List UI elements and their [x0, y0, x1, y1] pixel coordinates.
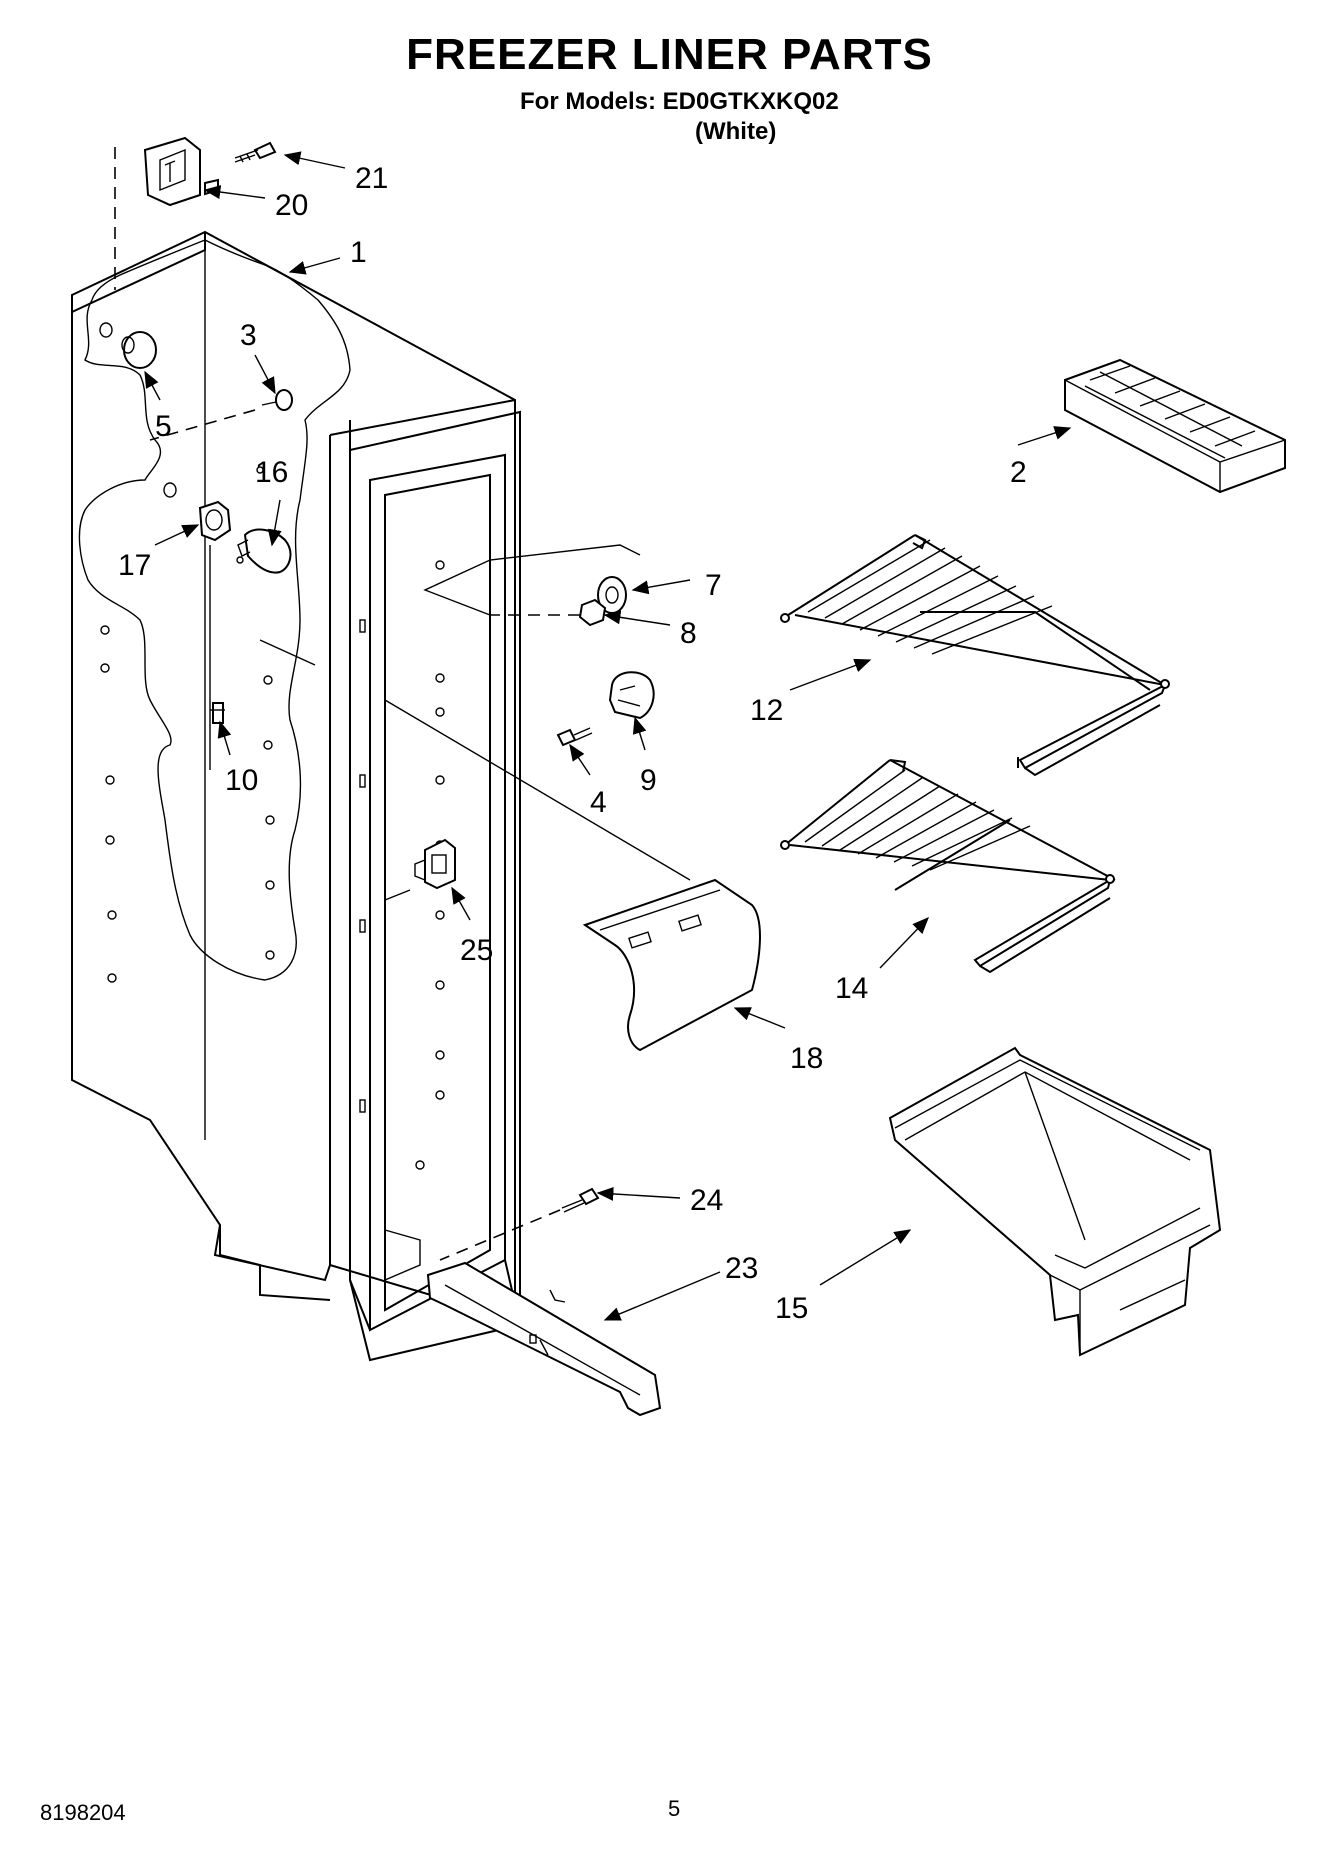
callout-4: 4 — [590, 786, 607, 819]
callout-20: 20 — [275, 189, 308, 222]
callout-10: 10 — [225, 764, 258, 797]
callout-labels: 21 20 1 3 5 16 17 10 7 8 9 4 25 12 14 2 … — [118, 162, 1027, 1325]
switch-25 — [414, 838, 456, 890]
callout-9: 9 — [640, 764, 657, 797]
push-button-5 — [99, 322, 157, 369]
leader-lines — [144, 151, 1072, 1321]
callout-17: 17 — [118, 549, 151, 582]
clip-10 — [210, 702, 225, 724]
shelf-rail-18 — [582, 878, 761, 1052]
light-bulb-16 — [237, 528, 292, 574]
callout-3: 3 — [240, 319, 257, 352]
callout-8: 8 — [680, 617, 697, 650]
callout-1: 1 — [350, 236, 367, 269]
callout-23: 23 — [725, 1252, 758, 1285]
screw-24 — [561, 1187, 600, 1213]
bottom-rail-23 — [426, 1261, 662, 1417]
wire-shelf-12 — [780, 534, 1170, 777]
callout-21: 21 — [355, 162, 388, 195]
storage-bin-15 — [888, 1046, 1222, 1357]
screw-4 — [556, 727, 593, 747]
control-module — [143, 136, 219, 207]
page-number: 5 — [668, 1796, 681, 1821]
callout-12: 12 — [750, 694, 783, 727]
wire-shelf-14 — [780, 759, 1116, 974]
bracket-9 — [608, 671, 655, 720]
ice-tray-2 — [1064, 358, 1286, 494]
pin-3 — [261, 389, 293, 411]
callout-16: 16 — [255, 456, 288, 489]
callout-15: 15 — [775, 1292, 808, 1325]
lamp-socket-17 — [198, 500, 232, 542]
screw-21 — [234, 141, 277, 163]
freezer-liner — [71, 230, 522, 1362]
callout-25: 25 — [460, 934, 493, 967]
document-number: 8198204 — [40, 1800, 126, 1825]
models-line: For Models: ED0GTKXKQ02 — [520, 88, 839, 115]
callout-18: 18 — [790, 1042, 823, 1075]
callout-5: 5 — [155, 410, 172, 443]
nut-8 — [578, 598, 607, 627]
callout-2: 2 — [1010, 456, 1027, 489]
page-title: FREEZER LINER PARTS — [406, 30, 933, 79]
callout-24: 24 — [690, 1184, 723, 1217]
color-line: (White) — [695, 118, 777, 145]
callout-14: 14 — [835, 972, 868, 1005]
callout-7: 7 — [705, 569, 722, 602]
